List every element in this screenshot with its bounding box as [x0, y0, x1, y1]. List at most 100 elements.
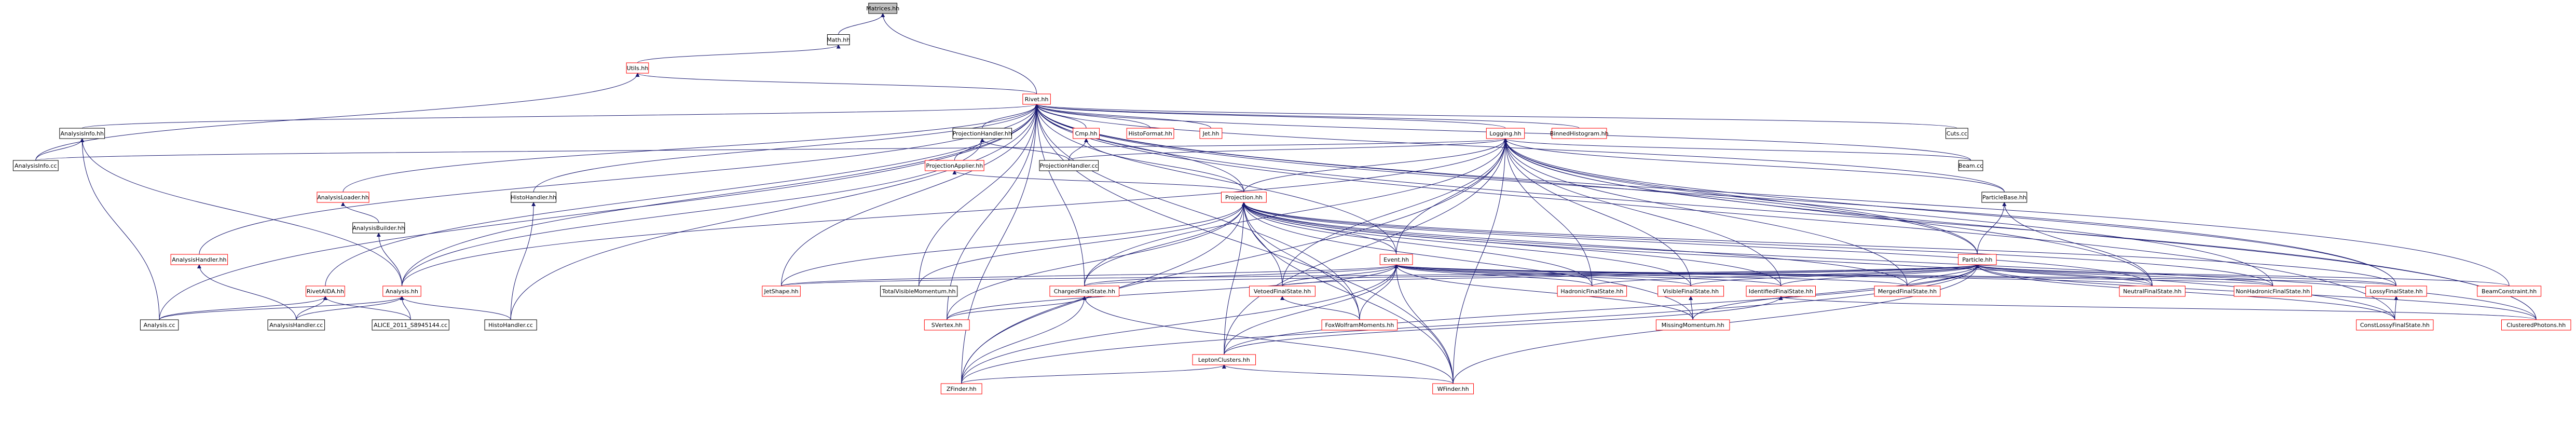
node-analysisloader[interactable]: AnalysisLoader.hh — [317, 192, 369, 203]
node-box — [1432, 383, 1474, 394]
node-analysisinfo-cc[interactable]: AnalysisInfo.cc — [12, 160, 59, 171]
edge-lossyfinalstate-to-event — [1394, 264, 2396, 287]
node-label: VetoedFinalState.hh — [1254, 288, 1311, 295]
node-label: ProjectionHandler.cc — [1040, 162, 1098, 169]
node-label: NeutralFinalState.hh — [2123, 288, 2182, 295]
node-cmp[interactable]: Cmp.hh — [1073, 128, 1100, 139]
node-lossyfinalstate[interactable]: LossyFinalState.hh — [2365, 285, 2427, 297]
node-cuts[interactable]: Cuts.cc — [1945, 128, 1968, 139]
node-analysis-hh[interactable]: Analysis.hh — [382, 285, 421, 297]
node-zfinder[interactable]: ZFinder.hh — [940, 383, 982, 394]
node-analysishandler-hh[interactable]: AnalysisHandler.hh — [170, 254, 228, 265]
node-beam-cc[interactable]: Beam.cc — [1958, 160, 1983, 171]
edge-wfinder-to-chargedfinalstate — [1082, 296, 1454, 384]
edge-clusteredphotons-to-identifiedfinalstate — [1779, 296, 2537, 320]
node-box — [1746, 285, 1816, 297]
node-totalvisiblemomentum[interactable]: TotalVisibleMomentum.hh — [880, 285, 958, 297]
edge-projection-to-cmp — [1084, 138, 1244, 193]
node-projectionhandler-cc[interactable]: ProjectionHandler.cc — [1039, 160, 1099, 171]
node-binnedhistogram[interactable]: BinnedHistogram.hh — [1550, 128, 1609, 139]
node-histohandler-cc[interactable]: HistoHandler.cc — [484, 319, 537, 331]
node-particlebase[interactable]: ParticleBase.hh — [1981, 192, 2027, 203]
node-label: WFinder.hh — [1437, 386, 1469, 392]
node-box — [1874, 285, 1941, 297]
node-constlossyfinalstate[interactable]: ConstLossyFinalState.hh — [2356, 319, 2434, 331]
node-projectionhandler-hh[interactable]: ProjectionHandler.hh — [952, 128, 1012, 139]
node-alice[interactable]: ALICE_2011_S8945144.cc — [372, 319, 449, 331]
node-visiblefinalstate[interactable]: VisibleFinalState.hh — [1657, 285, 1724, 297]
edge-analysishandler_hh-to-rivet — [199, 104, 1039, 255]
edge-neutralfinalstate-to-event — [1394, 264, 2153, 287]
edge-wfinder-to-leptonclusters — [1222, 364, 1454, 384]
node-projection[interactable]: Projection.hh — [1221, 192, 1267, 203]
node-missingmomentum[interactable]: MissingMomentum.hh — [1655, 319, 1730, 331]
node-box — [511, 192, 557, 203]
node-label: HistoFormat.hh — [1128, 130, 1172, 137]
node-label: Jet.hh — [1202, 130, 1220, 137]
node-box — [267, 319, 325, 331]
edge-utils-to-math — [637, 44, 841, 63]
node-jetshape[interactable]: JetShape.hh — [762, 285, 801, 297]
node-chargedfinalstate[interactable]: ChargedFinalState.hh — [1049, 285, 1120, 297]
node-rivet[interactable]: Rivet.hh — [1022, 93, 1051, 105]
node-box — [1486, 128, 1525, 139]
node-box — [626, 62, 649, 74]
node-label: ParticleBase.hh — [1982, 194, 2026, 201]
node-hadronicfinalstate[interactable]: HadronicFinalState.hh — [1557, 285, 1627, 297]
edge-cuts-to-rivet — [1035, 104, 1957, 129]
node-label: Cuts.cc — [1947, 130, 1967, 137]
node-wfinder[interactable]: WFinder.hh — [1432, 383, 1474, 394]
edge-leptonclusters-to-projection — [1224, 202, 1246, 355]
node-label: MissingMomentum.hh — [1662, 322, 1724, 329]
edge-histoformat-to-rivet — [1034, 104, 1151, 129]
edge-mergedfinalstate-to-logging — [1503, 138, 1908, 287]
node-nonhadronicfinalstate[interactable]: NonHadronicFinalState.hh — [2234, 285, 2312, 297]
node-analysisbuilder[interactable]: AnalysisBuilder.hh — [352, 222, 405, 234]
node-beamconstraint[interactable]: BeamConstraint.hh — [2477, 285, 2542, 297]
node-histohandler-hh[interactable]: HistoHandler.hh — [511, 192, 557, 203]
node-box — [1199, 128, 1223, 139]
node-clusteredphotons[interactable]: ClusteredPhotons.hh — [2501, 319, 2571, 331]
node-analysis-cc[interactable]: Analysis.cc — [140, 319, 179, 331]
node-utils[interactable]: Utils.hh — [626, 62, 649, 74]
node-rivetaida[interactable]: RivetAIDA.hh — [306, 285, 345, 297]
node-label: AnalysisHandler.cc — [269, 322, 323, 329]
edge-foxwolframmoments-to-event — [1359, 264, 1399, 320]
node-label: Projection.hh — [1225, 194, 1263, 201]
edge-identifiedfinalstate-to-logging — [1503, 138, 1782, 287]
node-mergedfinalstate[interactable]: MergedFinalState.hh — [1874, 285, 1941, 297]
edge-clusteredphotons-to-projection — [1242, 202, 2537, 320]
edge-foxwolframmoments-to-rivet — [1034, 104, 1360, 320]
edge-leptonclusters-to-event — [1224, 264, 1399, 355]
edge-nonhadronicfinalstate-to-projection — [1242, 202, 2273, 287]
node-svertex[interactable]: SVertex.hh — [924, 319, 970, 331]
node-jet[interactable]: Jet.hh — [1199, 128, 1223, 139]
node-math[interactable]: Math.hh — [827, 34, 850, 45]
edge-vetoedfinalstate-to-logging — [1282, 138, 1508, 287]
node-event[interactable]: Event.hh — [1379, 254, 1413, 265]
node-box — [1049, 285, 1120, 297]
node-neutralfinalstate[interactable]: NeutralFinalState.hh — [2119, 285, 2186, 297]
node-particle[interactable]: Particle.hh — [1958, 254, 1997, 265]
node-foxwolframmoments[interactable]: FoxWolframMoments.hh — [1321, 319, 1398, 331]
edge-particlebase-to-rivet — [1034, 104, 2005, 193]
node-box — [1958, 160, 1983, 171]
edge-zfinder-to-logging — [961, 138, 1508, 384]
node-label: Analysis.hh — [386, 288, 418, 295]
node-analysisinfo-hh[interactable]: AnalysisInfo.hh — [59, 128, 105, 139]
edge-visiblefinalstate-to-event — [1394, 264, 1691, 287]
edge-rivetaida-to-rivet — [325, 104, 1039, 287]
node-vetoedfinalstate[interactable]: VetoedFinalState.hh — [1249, 285, 1316, 297]
node-identifiedfinalstate[interactable]: IdentifiedFinalState.hh — [1746, 285, 1816, 297]
node-histoformat[interactable]: HistoFormat.hh — [1126, 128, 1174, 139]
node-logging[interactable]: Logging.hh — [1486, 128, 1525, 139]
node-label: LeptonClusters.hh — [1198, 357, 1250, 363]
edge-projection-to-logging — [1243, 138, 1508, 193]
node-matrices[interactable]: Matrices.hh — [866, 3, 899, 14]
node-label: AnalysisInfo.hh — [61, 130, 104, 137]
node-projectionapplier[interactable]: ProjectionApplier.hh — [925, 160, 984, 171]
node-leptonclusters[interactable]: LeptonClusters.hh — [1192, 354, 1256, 365]
edge-projection-to-projectionapplier — [952, 170, 1244, 193]
node-box — [1249, 285, 1316, 297]
node-analysishandler-cc[interactable]: AnalysisHandler.cc — [267, 319, 325, 331]
